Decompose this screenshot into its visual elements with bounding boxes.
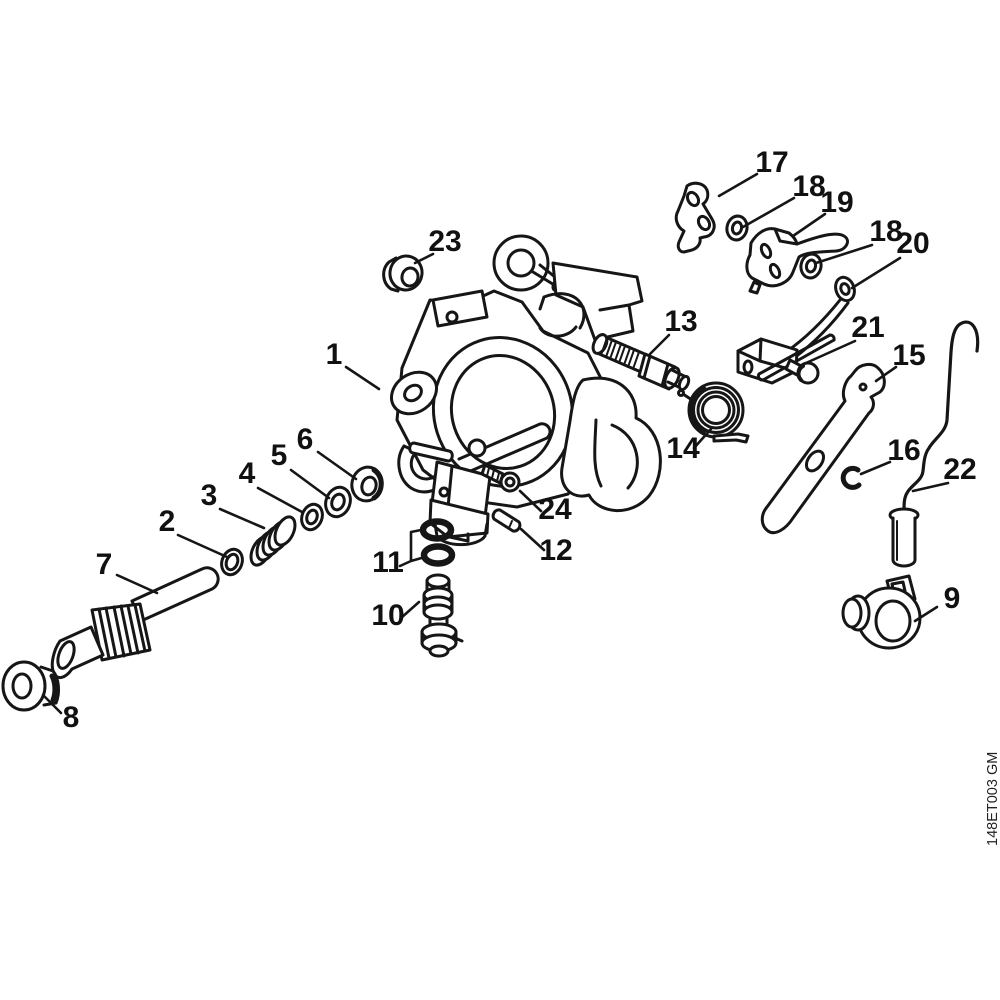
callout-24: 24 [538,493,572,526]
callout-6: 6 [297,423,314,456]
callout-18b: 18 [869,215,902,248]
part-13-screw [591,333,691,392]
part-3-spring [249,515,297,567]
callout-12: 12 [539,534,572,567]
part-24-screw [480,463,521,493]
callout-16: 16 [887,434,920,467]
callout-19: 19 [820,186,853,219]
part-4-washer [300,502,324,532]
callout-1: 1 [326,338,343,371]
part-2-o-ring [220,547,244,577]
leader-lines [41,172,950,715]
callout-5: 5 [271,439,288,472]
part-16-c-clip [840,465,862,490]
callout-20: 20 [896,227,929,260]
part-5-washer [324,485,352,519]
part-8-plug [1,660,61,712]
part-21-screw [784,358,820,385]
part-7-worm-shaft [50,566,220,680]
callout-15: 15 [892,339,925,372]
part-11-o-rings [419,518,456,567]
callout-7: 7 [96,548,113,581]
part-23-sleeve [382,254,424,293]
callout-8: 8 [63,701,80,734]
callout-9: 9 [944,582,961,615]
callout-4: 4 [239,457,256,490]
callout-labels: 1 2 3 4 5 6 7 8 9 10 11 12 13 14 15 16 1… [63,146,977,734]
part-1-pump-housing [390,234,662,547]
part-17-lever-plate [674,181,716,254]
callout-17: 17 [755,146,788,179]
part-22-wire-rod [888,320,980,568]
part-9-grommet [841,574,922,650]
callout-2: 2 [159,505,176,538]
callout-18a: 18 [792,170,825,203]
part-12-pin [491,508,522,533]
callout-23: 23 [428,225,461,258]
part-10-valve [420,573,464,658]
callout-10: 10 [371,599,404,632]
part-6-ring [350,465,384,503]
callout-13: 13 [664,305,697,338]
part-15-lever-arm [760,362,886,535]
callout-22: 22 [943,453,976,486]
diagram-code-watermark: 148ET003 GM [985,752,1000,846]
callout-21: 21 [851,311,884,344]
callout-3: 3 [201,479,218,512]
part-19-trigger-lever [745,227,849,295]
part-18-washer-a [725,214,749,242]
callout-14: 14 [666,432,700,465]
part-14-torsion-spring [677,381,750,444]
part-18-washer-b [799,252,823,280]
callout-11: 11 [372,546,404,579]
